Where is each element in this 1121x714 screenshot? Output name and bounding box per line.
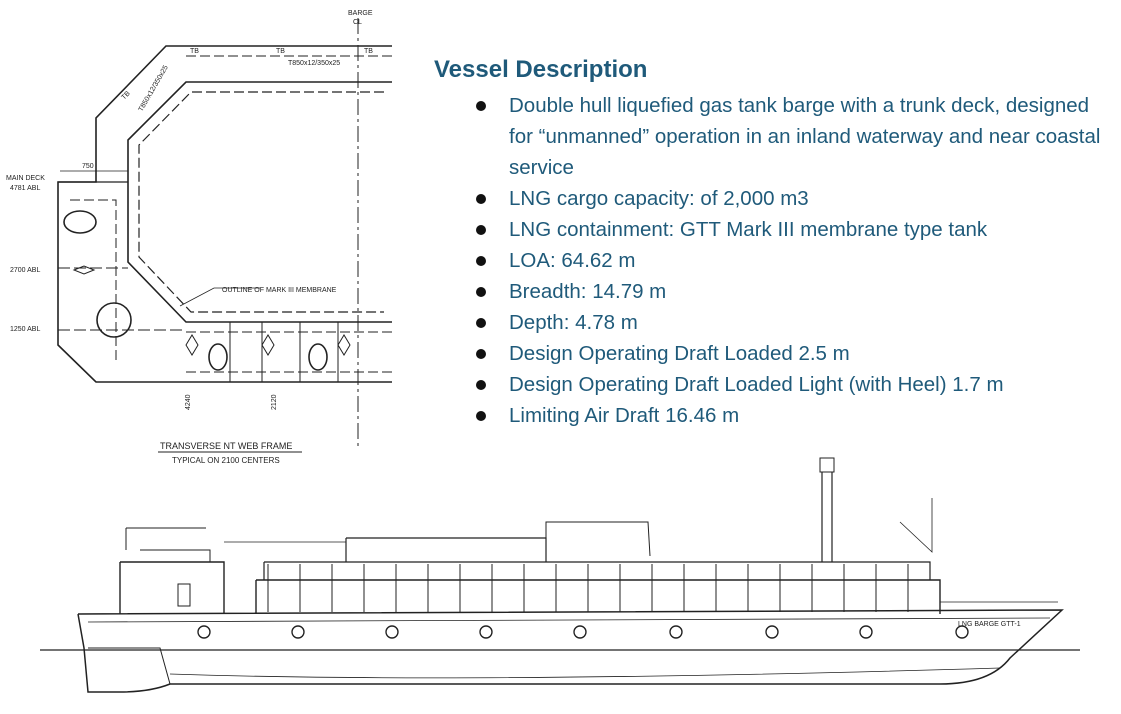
bullet-icon <box>476 101 486 111</box>
fender-icon <box>197 625 211 639</box>
fender-icon <box>765 625 779 639</box>
vessel-description-list: Double hull liquefied gas tank barge wit… <box>434 90 1114 431</box>
level-1250-label: 1250 ABL <box>10 326 40 333</box>
list-item: Double hull liquefied gas tank barge wit… <box>434 90 1114 183</box>
tb-label-4: TB <box>120 90 132 102</box>
bullet-icon <box>476 380 486 390</box>
fender-icon <box>385 625 399 639</box>
barge-name-label: LNG BARGE GTT-1 <box>958 621 1021 628</box>
fender-icon <box>291 625 305 639</box>
centerline-label: CL <box>353 19 362 26</box>
list-item: Breadth: 14.79 m <box>434 276 1114 307</box>
bullet-icon <box>476 318 486 328</box>
tb-label-2: TB <box>276 48 285 55</box>
main-deck-value: 4781 ABL <box>10 185 40 192</box>
bullet-icon <box>476 287 486 297</box>
frame-subtitle: TYPICAL ON 2100 CENTERS <box>172 456 280 465</box>
fender-icon <box>955 625 969 639</box>
barge-profile-drawing: LNG BARGE GTT-1 <box>40 457 1080 693</box>
list-item: LNG cargo capacity: of 2,000 m3 <box>434 183 1114 214</box>
list-item: Limiting Air Draft 16.46 m <box>434 400 1114 431</box>
bullet-icon <box>476 256 486 266</box>
fender-icon <box>859 625 873 639</box>
membrane-outline-label: OUTLINE OF MARK III MEMBRANE <box>222 287 337 294</box>
trunk-scantling-label: T850x12/350x25 <box>288 60 340 67</box>
fender-icon <box>669 625 683 639</box>
bullet-icon <box>476 225 486 235</box>
fender-icon <box>573 625 587 639</box>
vessel-description: Vessel Description Double hull liquefied… <box>434 56 1114 431</box>
bullet-icon <box>476 411 486 421</box>
transverse-section-drawing: BARGE CL TB TB TB TB T850x12/350x25 T850… <box>6 10 392 465</box>
main-deck-label: MAIN DECK <box>6 175 45 182</box>
bullet-icon <box>476 349 486 359</box>
list-item: Depth: 4.78 m <box>434 307 1114 338</box>
level-2700-label: 2700 ABL <box>10 267 40 274</box>
tb-label-1: TB <box>190 48 199 55</box>
vessel-description-title: Vessel Description <box>434 56 648 83</box>
dimension-750: 750 <box>82 163 94 170</box>
bullet-icon <box>476 194 486 204</box>
frame-title: TRANSVERSE NT WEB FRAME <box>160 441 292 451</box>
fender-icon <box>479 625 493 639</box>
list-item: Design Operating Draft Loaded Light (wit… <box>434 369 1114 400</box>
barge-label: BARGE <box>348 10 373 17</box>
list-item: LNG containment: GTT Mark III membrane t… <box>434 214 1114 245</box>
dimension-2120: 2120 <box>271 394 278 410</box>
list-item: Design Operating Draft Loaded 2.5 m <box>434 338 1114 369</box>
trunk-corner-scantling-label: T850x12/350x25 <box>138 64 170 113</box>
tb-label-3: TB <box>364 48 373 55</box>
dimension-4240: 4240 <box>185 394 192 410</box>
list-item: LOA: 64.62 m <box>434 245 1114 276</box>
